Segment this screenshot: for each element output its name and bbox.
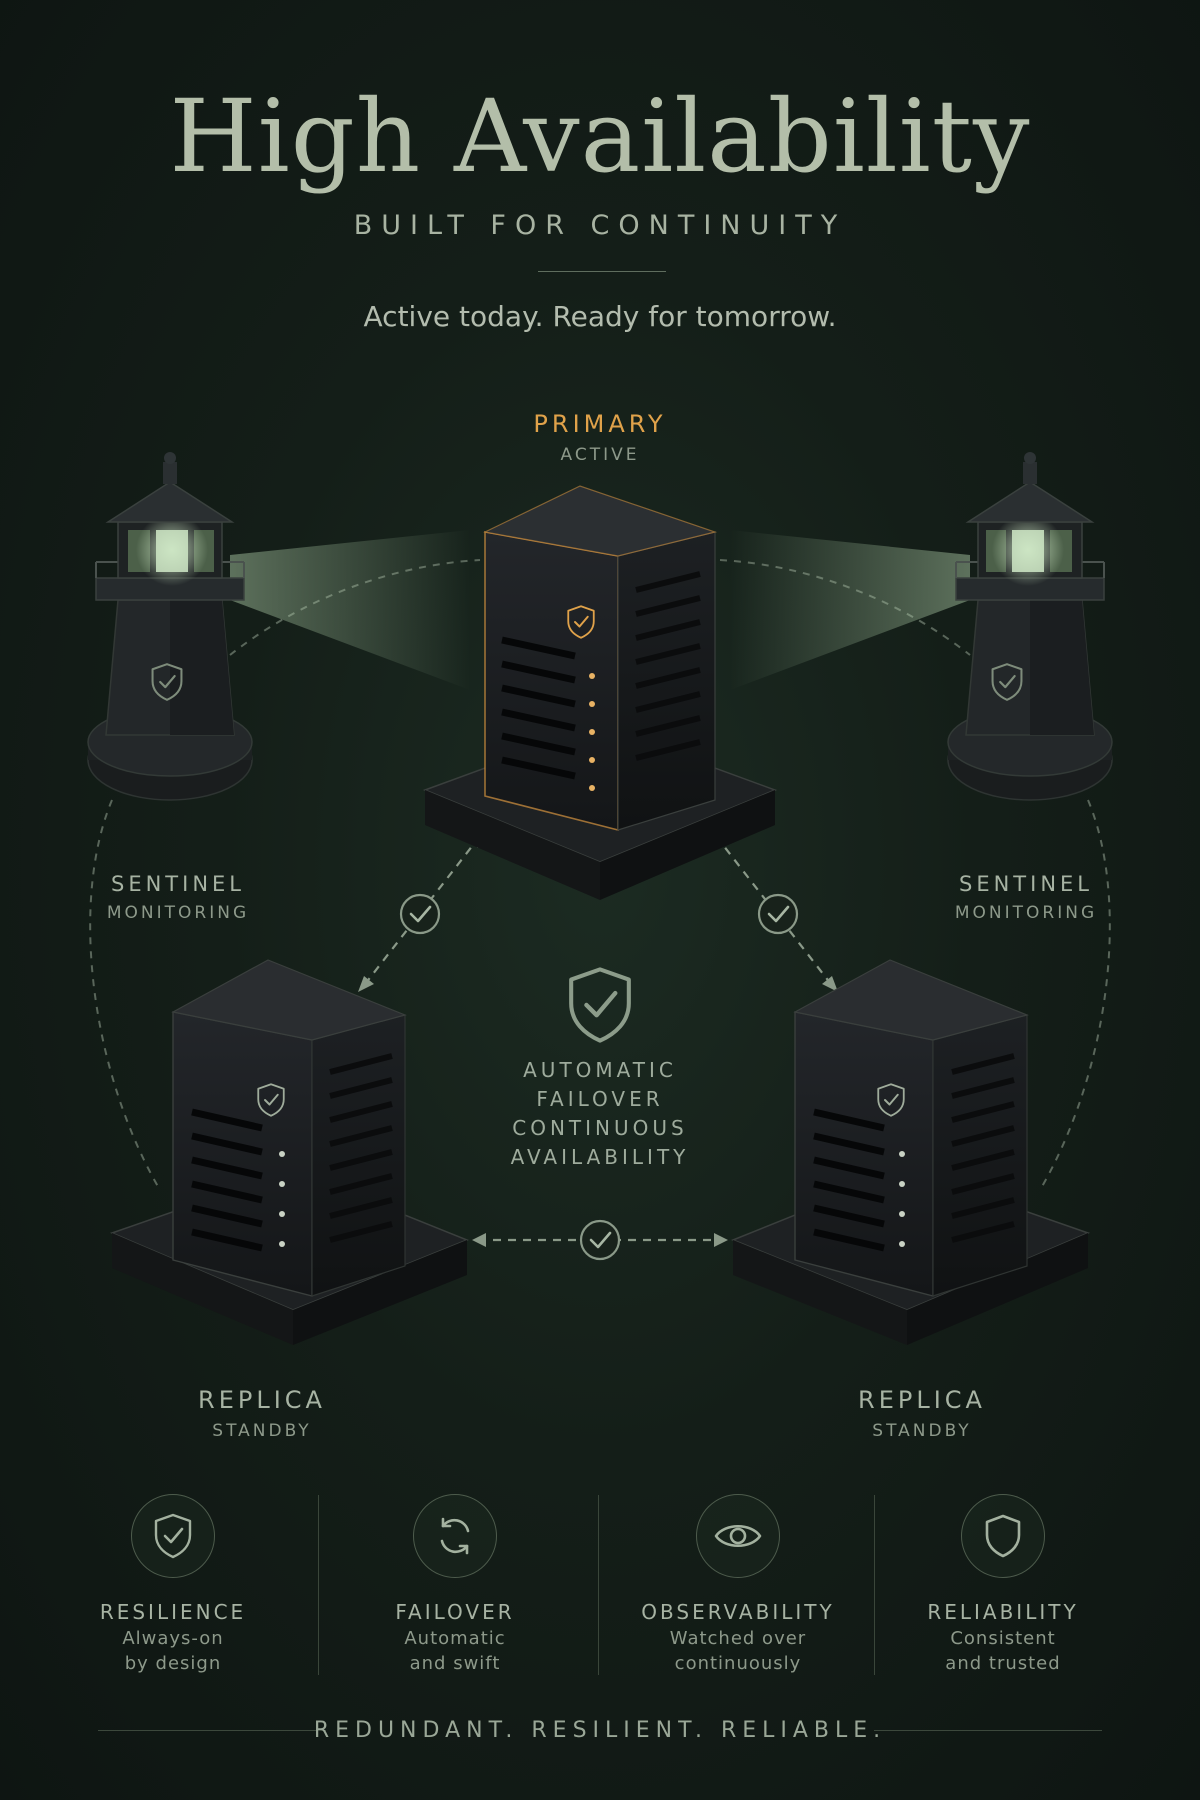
check-badge-icon [757,893,799,935]
replica-server-left [109,959,470,1345]
lighthouse-right [730,452,1113,801]
failover-caption-line: AUTOMATIC [523,1058,677,1082]
feature-line: Always-on [122,1628,224,1649]
feature-title: FAILOVER [395,1600,515,1624]
feature-reliability: RELIABILITY Consistent and trusted [868,1494,1138,1674]
feature-divider [874,1495,875,1675]
replica-left-state-label: STANDBY [212,1421,312,1441]
failover-caption-line: AVAILABILITY [510,1145,690,1169]
feature-line: Consistent [950,1628,1056,1649]
feature-line: continuously [674,1653,802,1674]
primary-role-label: PRIMARY [533,410,667,438]
footer-rule-left [98,1730,326,1731]
ha-diagram [87,452,1113,1345]
feature-failover: FAILOVER Automatic and swift [320,1494,590,1674]
sentinel-left-label: SENTINEL [110,872,245,896]
check-badge-icon [399,893,441,935]
primary-server [422,485,778,900]
feature-divider [318,1495,319,1675]
failover-caption-line: FAILOVER [536,1087,664,1111]
feature-title: RESILIENCE [99,1600,247,1624]
shield-icon [961,1494,1045,1578]
arrowhead-icon [714,1233,728,1247]
replica-server-right [730,959,1091,1345]
arrowhead-icon [358,976,374,992]
sentinel-right-role: MONITORING [954,903,1098,923]
sync-arrows-icon [413,1494,497,1578]
feature-line: and trusted [945,1653,1061,1674]
arrowhead-icon [472,1233,486,1247]
footer-slogan: REDUNDANT. RESILIENT. RELIABLE. [313,1718,887,1743]
failover-shield-icon [571,969,629,1040]
replica-right-state-label: STANDBY [872,1421,972,1441]
footer-rule-right [874,1730,1102,1731]
shield-check-icon [131,1494,215,1578]
feature-resilience: RESILIENCE Always-on by design [38,1494,308,1674]
failover-caption-line: CONTINUOUS [512,1116,688,1140]
feature-line: by design [124,1653,222,1674]
page-title: High Availability [169,78,1031,195]
replica-right-role-label: REPLICA [858,1386,986,1414]
page-subtitle: BUILT FOR CONTINUITY [353,210,847,241]
sentinel-right-label: SENTINEL [958,872,1093,896]
failover-caption: AUTOMATIC FAILOVER CONTINUOUS AVAILABILI… [450,1056,750,1172]
feature-title: OBSERVABILITY [641,1600,835,1624]
feature-divider [598,1495,599,1675]
feature-line: Automatic [404,1628,506,1649]
sentinel-left-role: MONITORING [106,903,250,923]
check-badge-icon [579,1219,621,1261]
title-divider [538,271,666,272]
primary-state-label: ACTIVE [560,445,640,465]
feature-line: Watched over [669,1628,807,1649]
eye-icon [696,1494,780,1578]
feature-line: and swift [409,1653,501,1674]
lighthouse-left [87,452,470,801]
replica-left-role-label: REPLICA [198,1386,326,1414]
tagline: Active today. Ready for tomorrow. [363,300,837,333]
link-check-badges [399,893,799,1261]
feature-title: RELIABILITY [927,1600,1079,1624]
arrowhead-icon [822,976,838,992]
feature-observability: OBSERVABILITY Watched over continuously [603,1494,873,1674]
